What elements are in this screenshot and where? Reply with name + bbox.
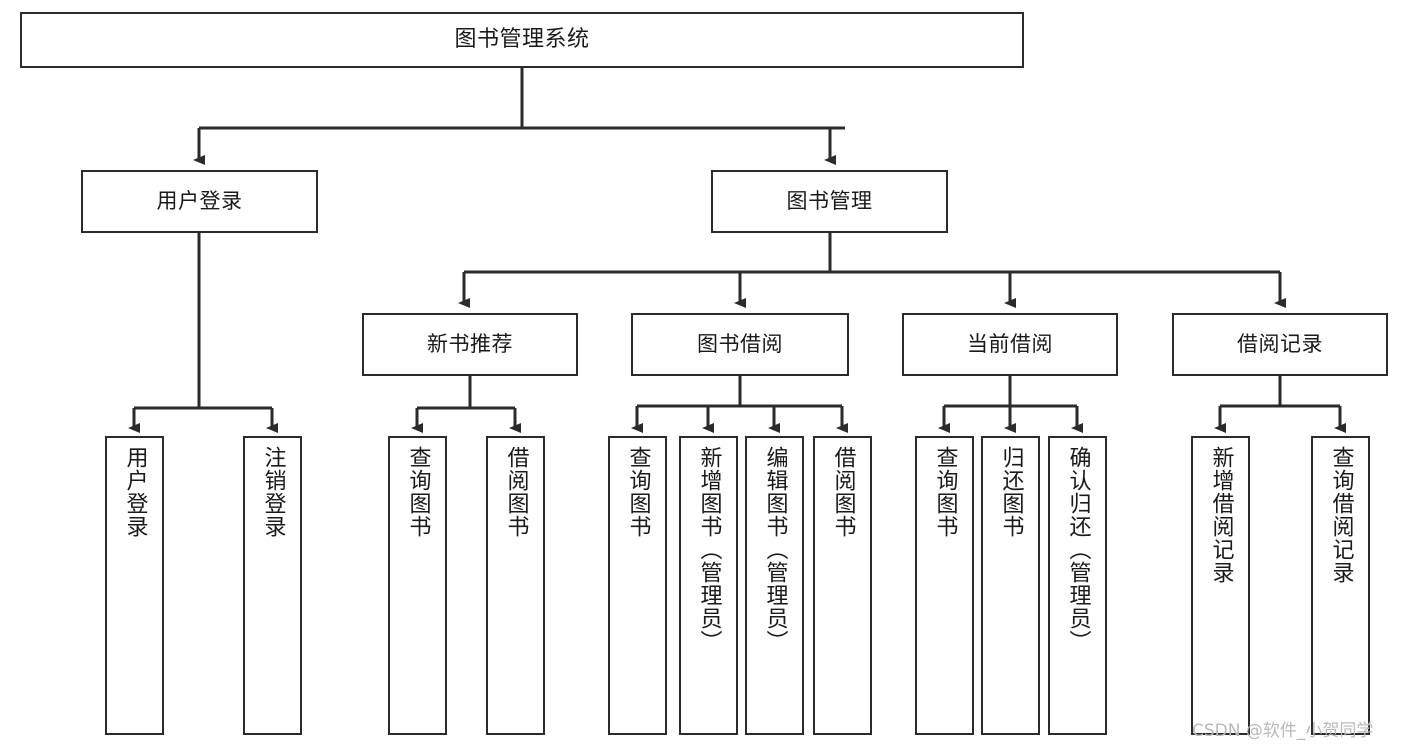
leaf-add-book-admin[interactable]: 新增图书（管理员） [679, 436, 738, 735]
leaf-query-books-new[interactable]: 查询图书 [388, 436, 447, 735]
node-label: 用户登录 [122, 446, 148, 538]
node-label: 注销登录 [260, 446, 286, 538]
node-label: 查询图书 [625, 446, 651, 538]
leaf-user-login[interactable]: 用户登录 [105, 436, 164, 735]
node-label: 图书管理系统 [454, 27, 590, 53]
node-label: 图书借阅 [697, 332, 783, 357]
node-label: 查询图书 [932, 446, 958, 538]
node-book-borrowing[interactable]: 图书借阅 [631, 313, 849, 376]
node-new-book-recommendation[interactable]: 新书推荐 [362, 313, 578, 376]
node-label: 借阅图书 [503, 446, 529, 538]
leaf-edit-book-admin[interactable]: 编辑图书（管理员） [745, 436, 804, 735]
node-label: 图书管理 [786, 189, 873, 214]
node-label: 借阅记录 [1237, 332, 1323, 357]
node-label: 新书推荐 [427, 332, 513, 357]
node-label: 编辑图书（管理员） [762, 446, 788, 653]
node-label: 新增借阅记录 [1208, 446, 1234, 584]
node-borrowing-records[interactable]: 借阅记录 [1172, 313, 1388, 376]
leaf-add-borrow-record[interactable]: 新增借阅记录 [1191, 436, 1250, 735]
node-label: 用户登录 [156, 189, 243, 214]
node-label: 归还图书 [998, 446, 1024, 538]
node-label: 查询图书 [405, 446, 431, 538]
watermark-text: CSDN @软件_小贺同学 [1192, 721, 1374, 741]
node-book-management-system[interactable]: 图书管理系统 [20, 12, 1024, 68]
leaf-logout[interactable]: 注销登录 [243, 436, 302, 735]
node-label: 当前借阅 [967, 332, 1053, 357]
leaf-return-books[interactable]: 归还图书 [981, 436, 1040, 735]
leaf-query-books[interactable]: 查询图书 [608, 436, 667, 735]
node-label: 查询借阅记录 [1328, 446, 1354, 584]
leaf-confirm-return-admin[interactable]: 确认归还（管理员） [1048, 436, 1107, 735]
leaf-query-books-current[interactable]: 查询图书 [915, 436, 974, 735]
node-book-management[interactable]: 图书管理 [711, 170, 948, 233]
node-label: 确认归还（管理员） [1065, 446, 1091, 653]
node-current-borrowing[interactable]: 当前借阅 [902, 313, 1118, 376]
leaf-borrow-books[interactable]: 借阅图书 [813, 436, 872, 735]
node-label: 新增图书（管理员） [696, 446, 722, 653]
node-user-login[interactable]: 用户登录 [81, 170, 318, 233]
leaf-query-borrow-record[interactable]: 查询借阅记录 [1311, 436, 1370, 735]
node-label: 借阅图书 [830, 446, 856, 538]
leaf-borrow-books-new[interactable]: 借阅图书 [486, 436, 545, 735]
